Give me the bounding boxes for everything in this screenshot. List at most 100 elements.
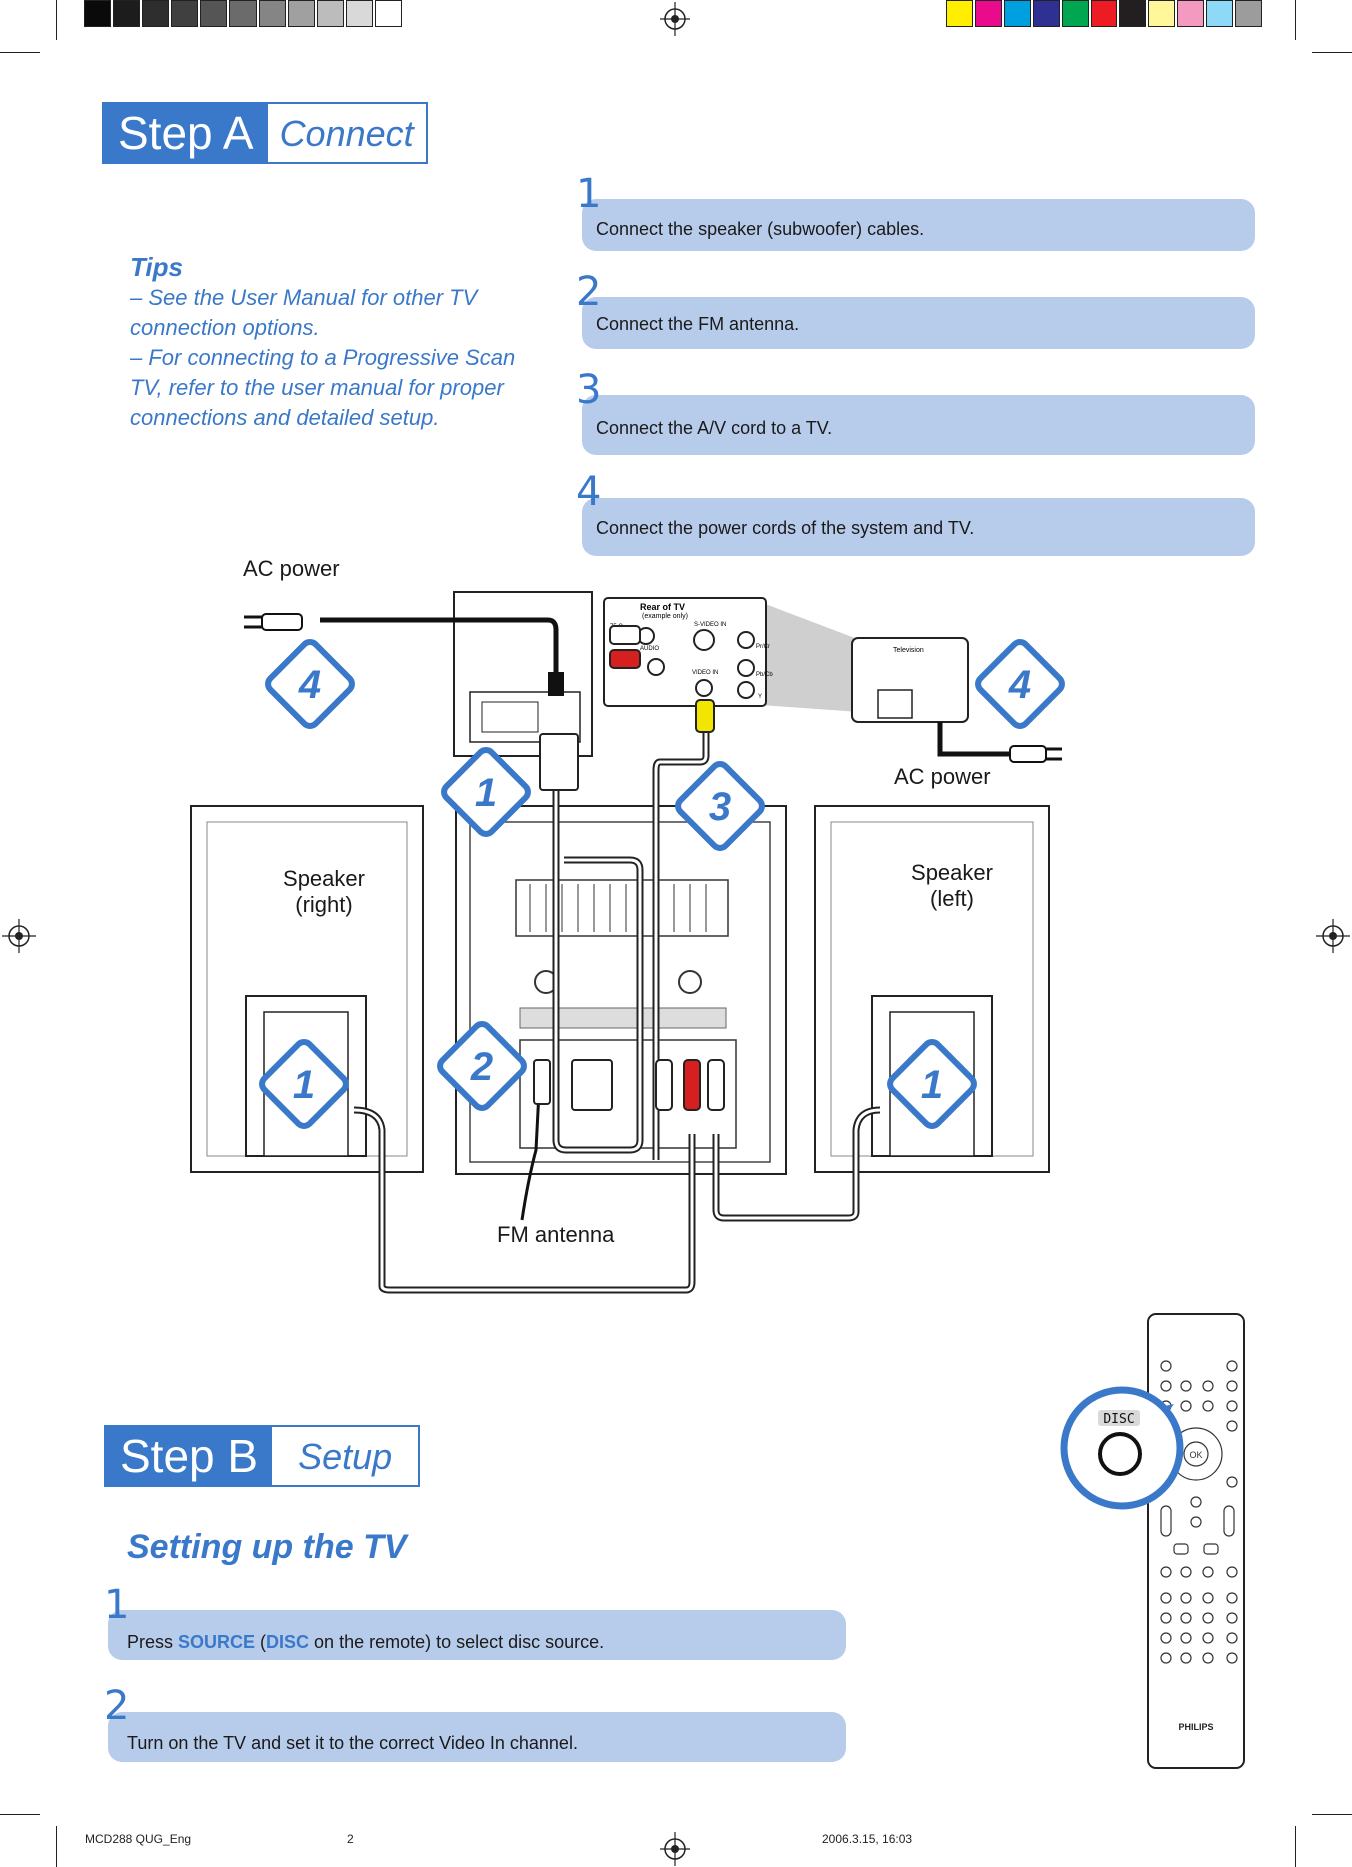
main-unit-jack-panel: [519, 1039, 737, 1149]
rca-plug-red-bottom-icon: [683, 1059, 701, 1111]
video-in-label: VIDEO IN: [692, 670, 718, 676]
pb-label: Pb/Cb: [756, 672, 773, 678]
speaker-right-label: Speaker (right): [272, 866, 376, 918]
rca-plug-yellow-icon: [695, 699, 715, 733]
step-a-number-2: 2: [576, 269, 602, 315]
remote-disc-label: DISC: [1103, 1412, 1134, 1427]
marker-spk-left: 1: [921, 1063, 943, 1107]
step-a-bar-3: [582, 395, 1255, 455]
registration-mark-icon: [2, 919, 36, 953]
crop-mark: [0, 1814, 40, 1815]
step-marker-diamond-icon: 4: [975, 639, 1065, 729]
marker-spk-right: 1: [293, 1063, 315, 1107]
step-marker-diamond-icon: 2: [437, 1021, 527, 1111]
step-marker-diamond-icon: 3: [675, 761, 765, 851]
step-a-number-4: 4: [576, 469, 602, 515]
crop-mark: [56, 0, 57, 40]
step-a-subtitle: Connect: [267, 104, 426, 162]
disc-button-icon: [1098, 1432, 1142, 1476]
ac-plug-right-icon: [1009, 745, 1047, 763]
speaker-left-label-line: Speaker: [911, 860, 993, 885]
jack-icon: [695, 679, 713, 697]
step-a-title: Step A: [104, 104, 268, 162]
step-marker-diamond-icon: 1: [259, 1039, 349, 1129]
fm-plug-icon: [533, 1059, 551, 1105]
step-a-bar-2: [582, 297, 1255, 349]
din-plug-icon: [571, 1059, 613, 1111]
crop-mark: [1295, 0, 1296, 40]
color-swatch: [1235, 0, 1262, 27]
fm-antenna-wire: [520, 1071, 542, 1221]
speaker-left-label: Speaker (left): [900, 860, 1004, 912]
speaker-right-label-line: (right): [295, 892, 353, 917]
crop-mark: [1295, 1826, 1296, 1867]
subwoofer-display: [481, 701, 539, 733]
tips-line: connections and detailed setup.: [130, 405, 440, 430]
step-b-title: Step B: [106, 1427, 273, 1485]
rca-plug-white-icon: [609, 625, 641, 645]
ac-power-right-label: AC power: [894, 764, 991, 789]
color-swatch: [1061, 0, 1089, 27]
step-a-bar-4: [582, 498, 1255, 556]
audio-label: AUDIO: [640, 646, 659, 652]
step-b-text-1-post: on the remote) to select disc source.: [309, 1632, 605, 1652]
color-swatch: [171, 0, 199, 27]
rear-of-tv-panel: [603, 597, 767, 707]
step-b-text-1: Press SOURCE (DISC on the remote) to sel…: [127, 1632, 604, 1653]
jack-icon: [737, 659, 755, 677]
color-swatch: [84, 0, 112, 27]
footer-page: 2: [347, 1832, 354, 1846]
step-a-text-1: Connect the speaker (subwoofer) cables.: [596, 219, 925, 239]
step-a-text-2: Connect the FM antenna.: [596, 314, 800, 334]
television-rear-panel: [877, 689, 913, 719]
color-swatch: [1148, 0, 1176, 27]
tips-box: Tips – See the User Manual for other TV …: [130, 252, 530, 433]
color-swatch: [1003, 0, 1031, 27]
color-swatch: [258, 0, 286, 27]
step-b-subtitle: Setup: [272, 1427, 419, 1485]
rca-plug-white-bottom-icon: [655, 1059, 673, 1111]
color-swatch: [1090, 0, 1118, 27]
remote-control: OK PHILIPS DISC: [1060, 1313, 1245, 1769]
step-b-header: Step B Setup: [104, 1425, 421, 1487]
ac-cord-left: [320, 617, 559, 680]
registration-mark-icon: [660, 1832, 690, 1866]
step-a-text-3: Connect the A/V cord to a TV.: [596, 418, 833, 438]
step-marker-diamond-icon: 1: [887, 1039, 977, 1129]
color-swatch: [974, 0, 1002, 27]
marker-fm: 2: [470, 1045, 493, 1089]
registration-mark-icon: [1316, 919, 1350, 953]
speaker-left-label-line: (left): [930, 886, 974, 911]
tips-line: – For connecting to a Progressive Scan: [130, 345, 516, 370]
rca-plug-red-icon: [609, 649, 641, 669]
jack-icon: [647, 658, 665, 676]
main-unit-label-strip: [519, 1007, 727, 1029]
color-swatch: [1032, 0, 1060, 27]
jack-icon: [693, 629, 715, 651]
ac-plug-left-icon: [261, 613, 303, 631]
step-b-text-1-pre: Press: [127, 1632, 179, 1652]
color-swatch: [374, 0, 402, 27]
marker-sub: 1: [475, 771, 497, 815]
remote-brand: PHILIPS: [1178, 1722, 1213, 1732]
television-label: Television: [893, 647, 924, 654]
mount-hole-icon: [678, 970, 702, 994]
rear-of-tv-label: Rear of TV: [640, 602, 685, 612]
pr-label: Pr/Cr: [756, 644, 770, 650]
rca-plug-white2-bottom-icon: [707, 1059, 725, 1111]
color-swatch: [229, 0, 257, 27]
color-swatch: [113, 0, 141, 27]
din-plug-top-icon: [539, 733, 579, 791]
step-b-bar-1: [108, 1610, 846, 1660]
ac-power-left-label: AC power: [243, 556, 340, 581]
step-b-number-2: 2: [104, 1683, 130, 1729]
step-b-text-1-mid: (: [255, 1632, 267, 1652]
ac-connector-icon: [548, 672, 564, 696]
color-swatch: [316, 0, 344, 27]
tv-panel-wedge: [760, 602, 860, 712]
process-color-bar: [946, 0, 1264, 27]
fm-antenna-label: FM antenna: [497, 1222, 615, 1247]
ac-cord-right: [937, 722, 1010, 757]
y-label: Y: [758, 694, 762, 700]
tips-line: TV, refer to the user manual for proper: [130, 375, 504, 400]
